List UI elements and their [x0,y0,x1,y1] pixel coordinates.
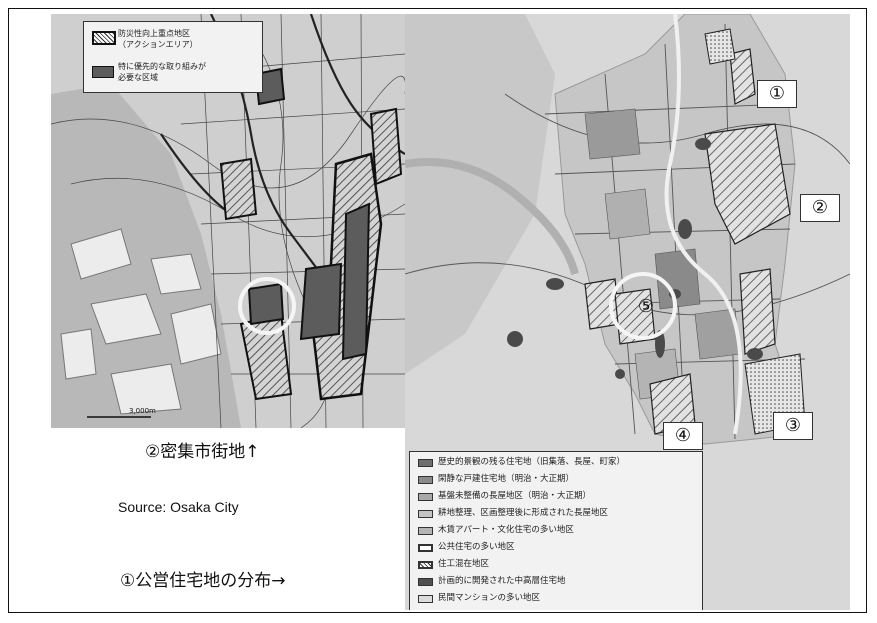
public-housing-caption: ①公営住宅地の分布→ [120,571,286,591]
legend-item-unimproved-rowhouse: 基盤未整備の長屋地区（明治・大正期） [438,491,592,501]
public-housing-map: ① ② ③ ④ ⑤ 歴史的景観の残る住宅地（旧集落、長屋、町家） 閑静な戸建住宅… [405,14,850,610]
legend-item-private-condo: 民間マンションの多い地区 [438,593,541,603]
legend-swatch-historic [418,459,433,467]
scale-label: 3,000m [129,407,156,415]
marker-5: ⑤ [637,296,655,317]
legend-item-wooden-apartment: 木賃アパート・文化住宅の多い地区 [438,525,574,535]
legend-item-planned-highrise: 計画的に開発された中高層住宅地 [438,576,566,586]
legend-item-quiet-detached: 閑静な戸建住宅地（明治・大正期） [438,474,575,484]
legend-priority-label: 特に優先的な取り組みが [118,62,206,71]
legend-swatch-mixed-use [418,561,433,569]
marker-1: ① [757,80,797,108]
marker-2: ② [800,194,840,222]
marker-4: ④ [663,422,703,450]
legend-item-readjusted-rowhouse: 耕地整理、区画整理後に形成された長屋地区 [438,508,609,518]
legend-swatch-private-condo [418,595,433,603]
legend-swatch-unimproved-rowhouse [418,493,433,501]
legend-item-public-housing: 公共住宅の多い地区 [438,542,515,552]
legend-action-area-sublabel: （アクションエリア） [118,40,198,49]
legend-swatch-readjusted-rowhouse [418,510,433,518]
dense-area-legend: 防災性向上重点地区 （アクションエリア） 特に優先的な取り組みが 必要な区域 [83,21,263,93]
source-caption: Source: Osaka City [118,499,239,515]
land-use-legend: 歴史的景観の残る住宅地（旧集落、長屋、町家） 閑静な戸建住宅地（明治・大正期） … [409,451,703,610]
legend-priority-sublabel: 必要な区域 [118,73,158,82]
dense-area-caption: ②密集市街地↑ [145,442,260,462]
legend-item-mixed-use: 住工混在地区 [438,559,490,569]
legend-action-area-label: 防災性向上重点地区 [118,29,190,38]
priority-area-swatch [92,66,114,78]
dense-area-map: 3,000m 防災性向上重点地区 （アクションエリア） 特に優先的な取り組みが … [51,14,405,428]
legend-swatch-planned-highrise [418,578,433,586]
action-area-swatch [92,31,116,45]
legend-swatch-public-housing [418,544,433,552]
legend-item-historic: 歴史的景観の残る住宅地（旧集落、長屋、町家） [438,457,626,467]
legend-swatch-wooden-apartment [418,527,433,535]
legend-swatch-quiet-detached [418,476,433,484]
marker-3: ③ [773,412,813,440]
